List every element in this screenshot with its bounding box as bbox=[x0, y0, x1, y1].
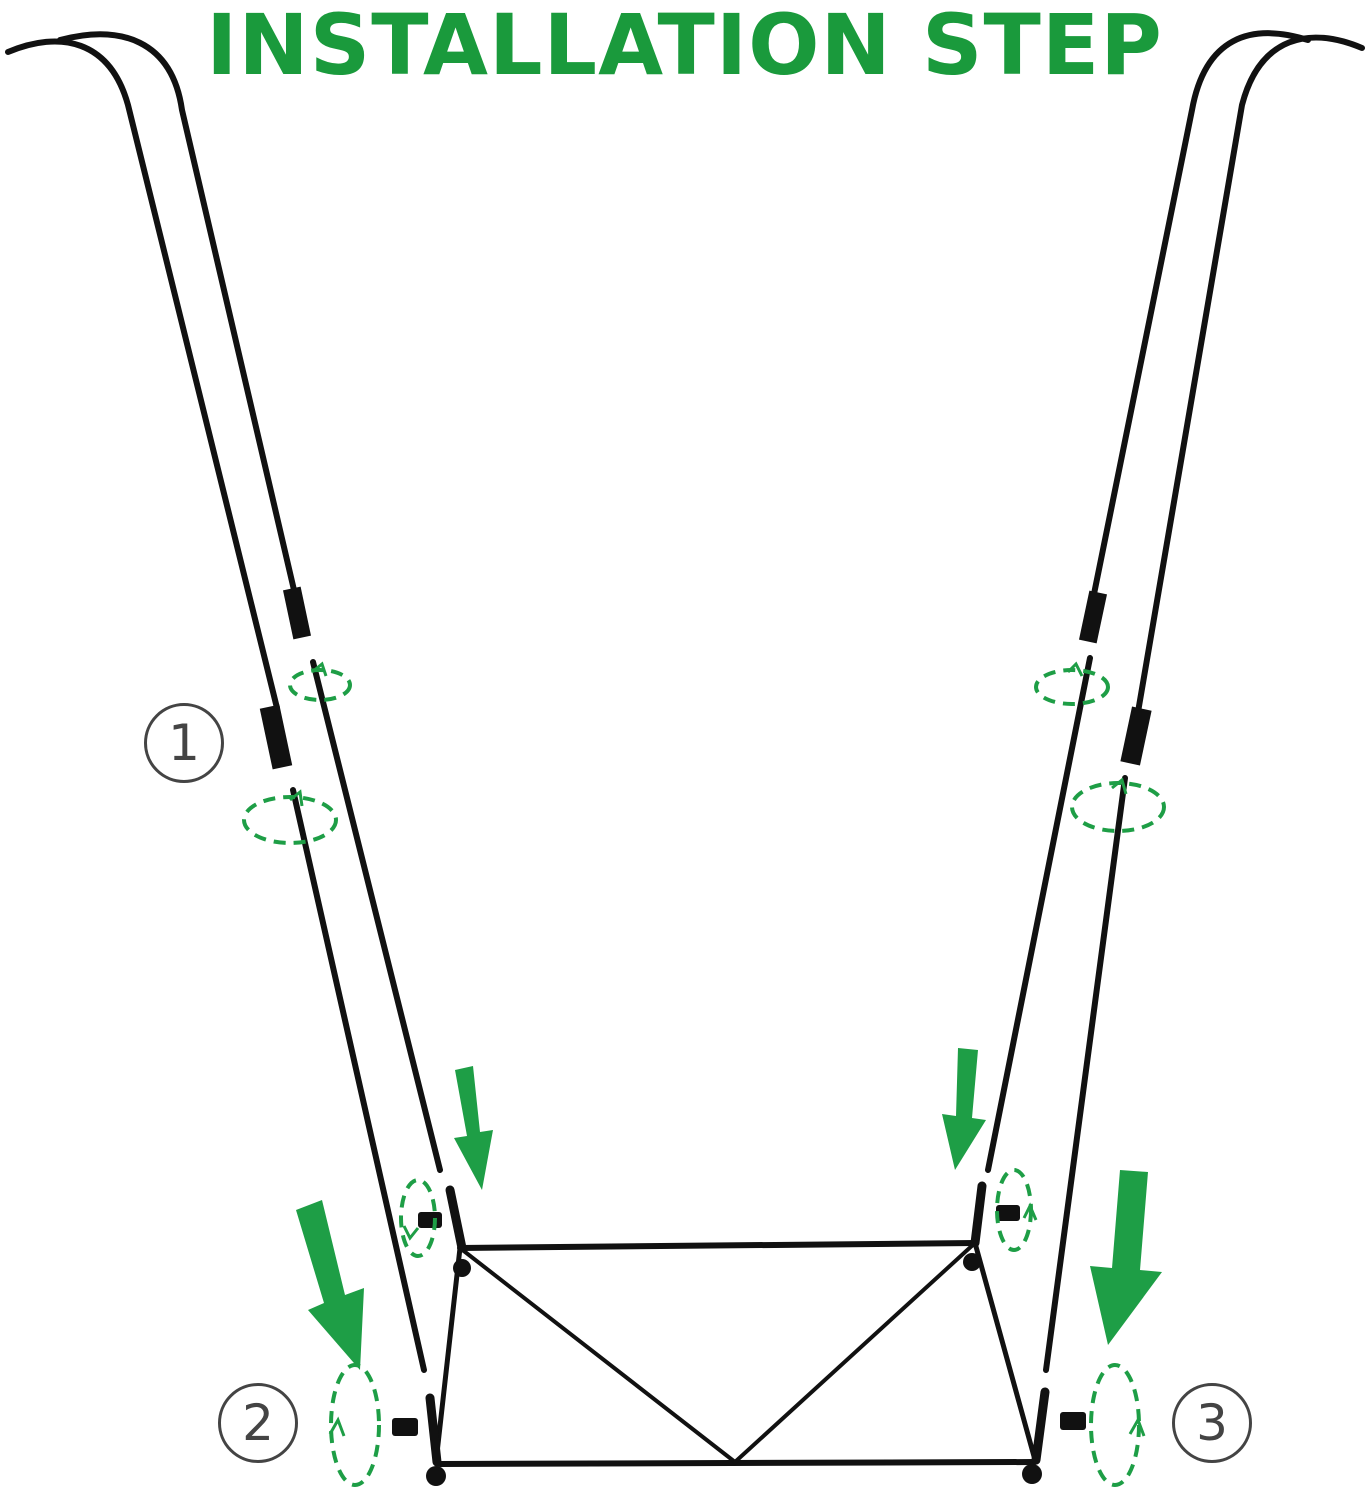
left-outer-pole bbox=[5, 38, 427, 1373]
rotate-arrow-icon bbox=[1070, 777, 1166, 833]
down-arrow-icon bbox=[942, 1048, 986, 1170]
step-label-1: 1 bbox=[144, 703, 224, 783]
rotate-arrow-icon bbox=[242, 789, 338, 845]
left-inner-pole bbox=[57, 31, 443, 1173]
base-frame bbox=[392, 1181, 1086, 1486]
step-label-3: 3 bbox=[1172, 1383, 1252, 1463]
rotate-arrow-icon bbox=[995, 1168, 1038, 1252]
down-arrow-icon bbox=[454, 1066, 493, 1190]
right-inner-pole bbox=[985, 30, 1311, 1173]
right-outer-pole bbox=[1043, 34, 1365, 1373]
down-arrow-icon bbox=[296, 1200, 364, 1370]
diagram-title: INSTALLATION STEP bbox=[206, 0, 1163, 94]
rotate-arrow-icon bbox=[1089, 1363, 1146, 1487]
step-label-2: 2 bbox=[218, 1383, 298, 1463]
rotate-arrow-icon bbox=[328, 1363, 381, 1487]
rotate-arrow-icon bbox=[399, 1178, 437, 1258]
rotate-arrow-icon bbox=[288, 661, 352, 702]
down-arrow-icon bbox=[1090, 1170, 1162, 1345]
rotate-arrow-icon bbox=[1034, 661, 1110, 706]
